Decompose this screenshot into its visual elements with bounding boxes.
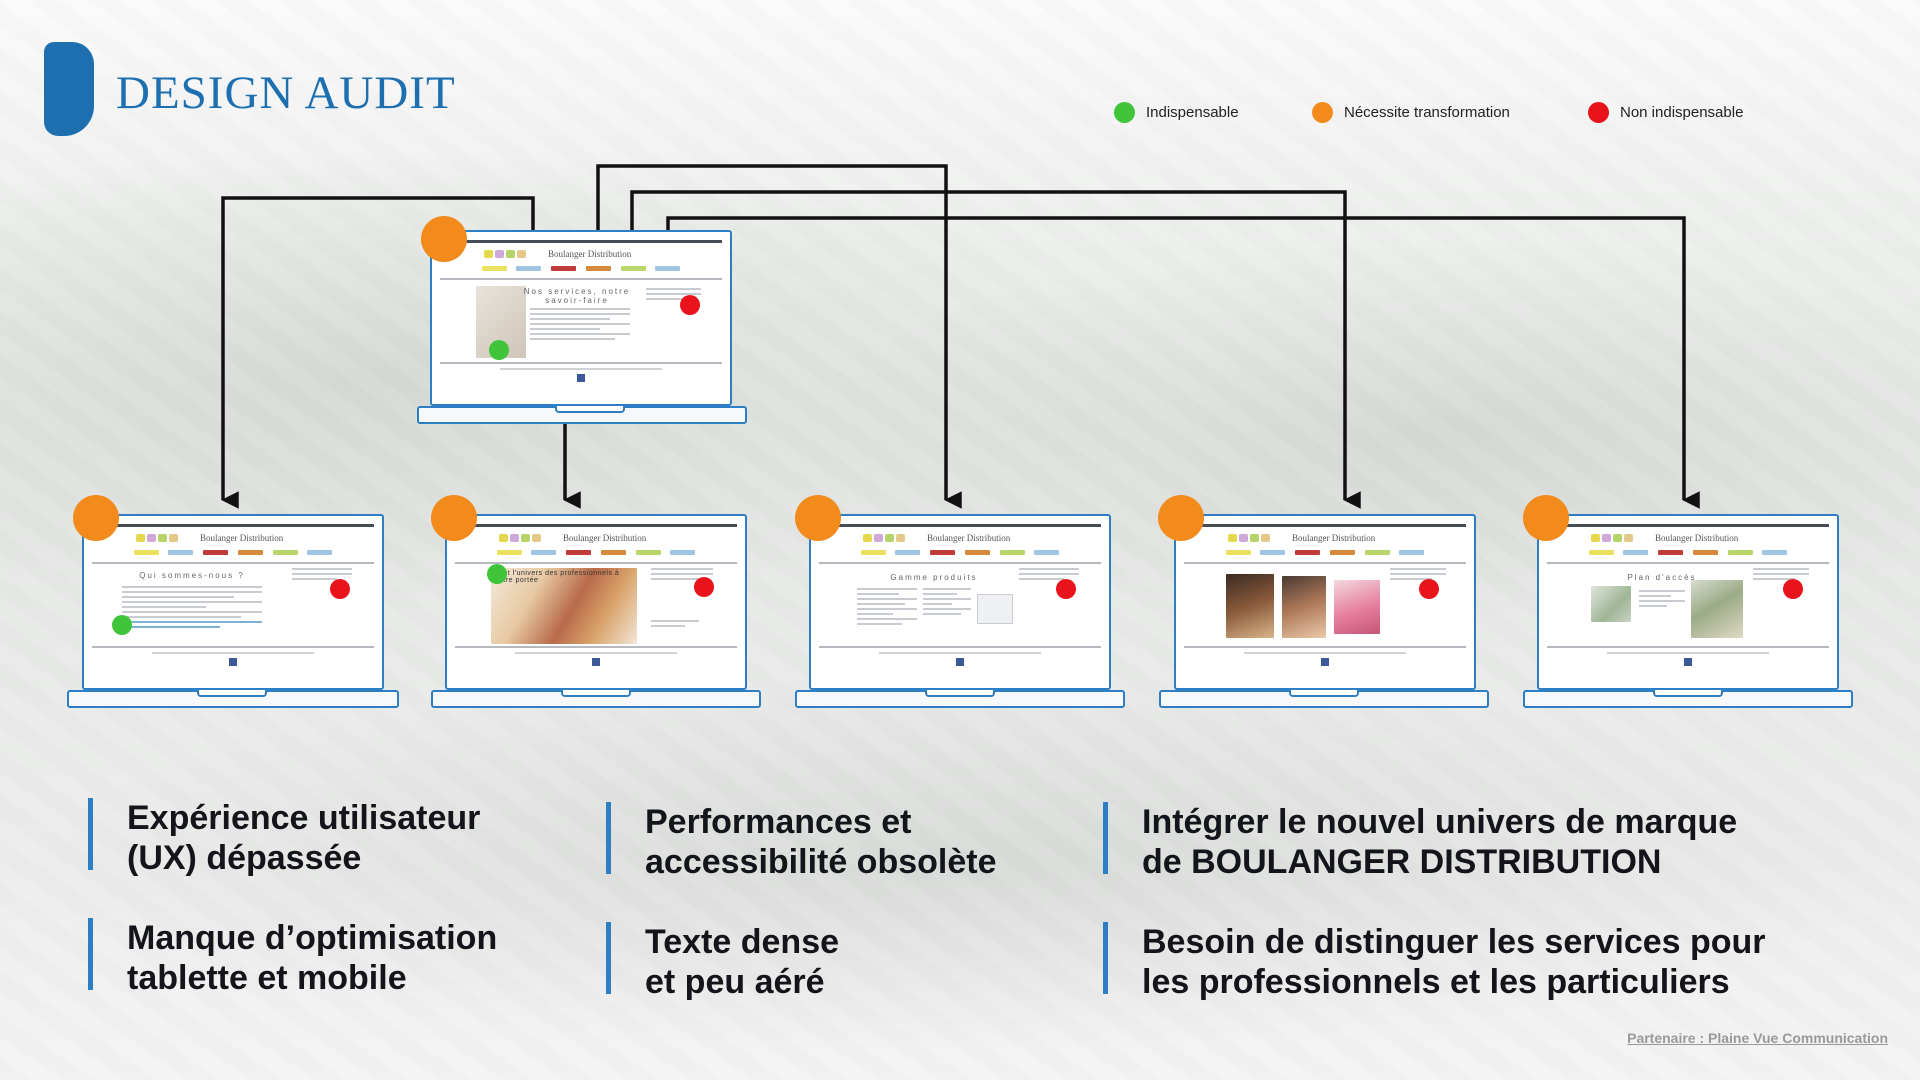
connector-products — [596, 164, 962, 509]
logo-mark — [44, 42, 94, 136]
website-thumbnail-home[interactable]: Boulanger Distribution Nos services, not… — [440, 240, 722, 398]
finding-services: Besoin de distinguer les services pour l… — [1103, 922, 1766, 1001]
page-title: DESIGN AUDIT — [116, 67, 456, 119]
website-thumbnail-about[interactable]: Boulanger Distribution Qui sommes-nous ? — [92, 524, 374, 682]
red-dot-icon — [1588, 101, 1609, 123]
site-brand: Boulanger Distribution — [548, 249, 632, 259]
finding-mobile: Manque d’optimisation tablette et mobile — [88, 918, 497, 997]
finding-brand: Intégrer le nouvel univers de marque de … — [1103, 802, 1737, 881]
legend-transformation: Nécessite transformation — [1312, 100, 1510, 124]
legend-label: Indispensable — [1146, 103, 1239, 121]
partner-credit[interactable]: Partenaire : Plaine Vue Communication — [1627, 1030, 1888, 1046]
connector-access — [666, 216, 1700, 509]
site-heading: Nos services, notre savoir-faire — [523, 287, 631, 305]
status-orange-dot — [421, 216, 467, 262]
website-thumbnail-professionals[interactable]: Boulanger Distribution Tout l'univers de… — [455, 524, 737, 682]
connector-gallery — [630, 190, 1361, 509]
status-red-dot — [680, 295, 700, 315]
finding-ux: Expérience utilisateur (UX) dépassée — [88, 798, 480, 877]
green-dot-icon — [1114, 101, 1135, 123]
legend-label: Non indispensable — [1620, 103, 1744, 121]
website-thumbnail-access[interactable]: Boulanger Distribution Plan d'accès — [1547, 524, 1829, 682]
legend-non-indispensable: Non indispensable — [1588, 100, 1743, 124]
finding-text-density: Texte dense et peu aéré — [606, 922, 839, 1001]
status-green-dot — [489, 340, 509, 360]
laptop-notch — [555, 406, 625, 413]
website-thumbnail-products[interactable]: Boulanger Distribution Gamme produits — [819, 524, 1101, 682]
legend-label: Nécessite transformation — [1344, 103, 1510, 121]
orange-dot-icon — [1312, 101, 1333, 123]
website-thumbnail-gallery[interactable]: Boulanger Distribution — [1184, 524, 1466, 682]
finding-performance: Performances et accessibilité obsolète — [606, 802, 997, 881]
legend-indispensable: Indispensable — [1114, 100, 1239, 124]
